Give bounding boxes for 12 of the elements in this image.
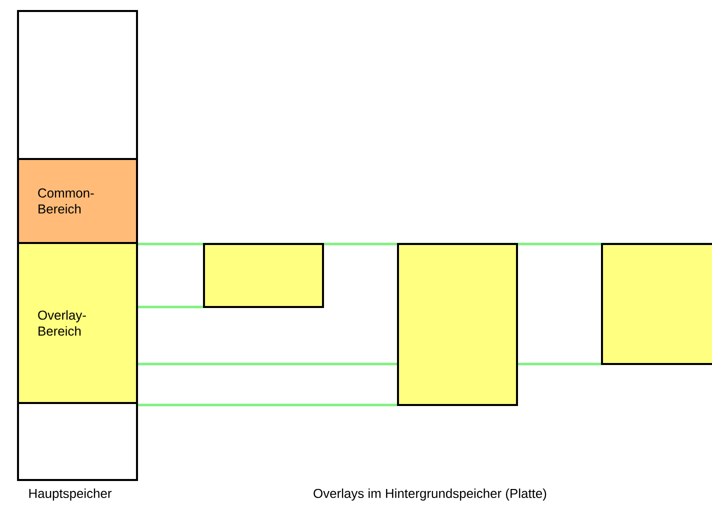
overlay-box bbox=[601, 243, 712, 365]
connector-line bbox=[518, 362, 601, 366]
memory-area bbox=[17, 10, 138, 160]
caption: Overlays im Hintergrundspeicher (Platte) bbox=[314, 488, 546, 501]
overlay-box bbox=[397, 243, 518, 406]
overlay-box bbox=[203, 243, 324, 308]
connector-line bbox=[138, 306, 203, 308]
connector-line bbox=[138, 362, 397, 366]
memory-area: Common-Bereich bbox=[17, 158, 138, 244]
memory-area: Overlay-Bereich bbox=[17, 242, 138, 404]
connector-line bbox=[138, 404, 397, 406]
memory-area bbox=[17, 402, 138, 481]
